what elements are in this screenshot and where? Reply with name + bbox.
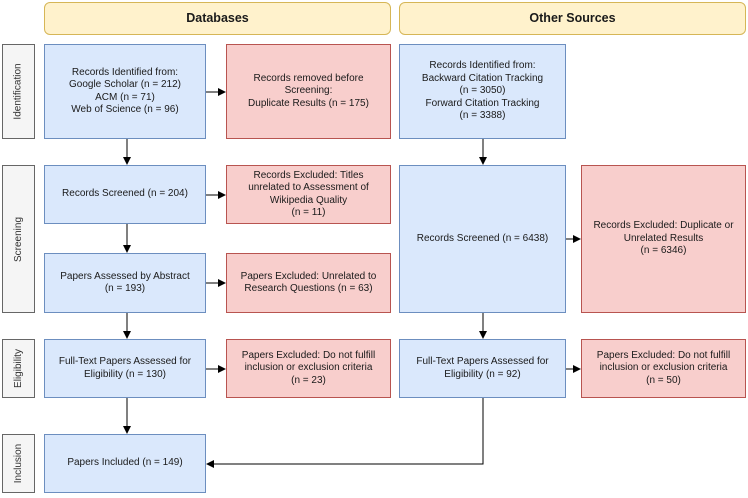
db-fulltext-assessed: Full-Text Papers Assessed for Eligibilit… [44,339,206,398]
other-records-excluded: Records Excluded: Duplicate or Unrelated… [581,165,746,313]
other-records-screened: Records Screened (n = 6438) [399,165,566,313]
other-fulltext-assessed: Full-Text Papers Assessed for Eligibilit… [399,339,566,398]
other-records-identified: Records Identified from: Backward Citati… [399,44,566,139]
db-records-identified: Records Identified from: Google Scholar … [44,44,206,139]
db-records-removed: Records removed before Screening: Duplic… [226,44,391,139]
other-sources-header: Other Sources [399,2,746,35]
phase-eligibility: Eligibility [2,339,35,398]
arrow-other-fulltext-to-included [206,398,484,468]
other-papers-excluded-fulltext: Papers Excluded: Do not fulfill inclusio… [581,339,746,398]
db-records-excluded-titles: Records Excluded: Titles unrelated to As… [226,165,391,224]
phase-screening: Screening [2,165,35,313]
db-papers-excluded-abstract: Papers Excluded: Unrelated to Research Q… [226,253,391,313]
databases-header: Databases [44,2,391,35]
papers-included: Papers Included (n = 149) [44,434,206,493]
phase-inclusion: Inclusion [2,434,35,493]
db-papers-excluded-fulltext: Papers Excluded: Do not fulfill inclusio… [226,339,391,398]
phase-identification: Identification [2,44,35,139]
db-papers-abstract: Papers Assessed by Abstract (n = 193) [44,253,206,313]
db-records-screened: Records Screened (n = 204) [44,165,206,224]
